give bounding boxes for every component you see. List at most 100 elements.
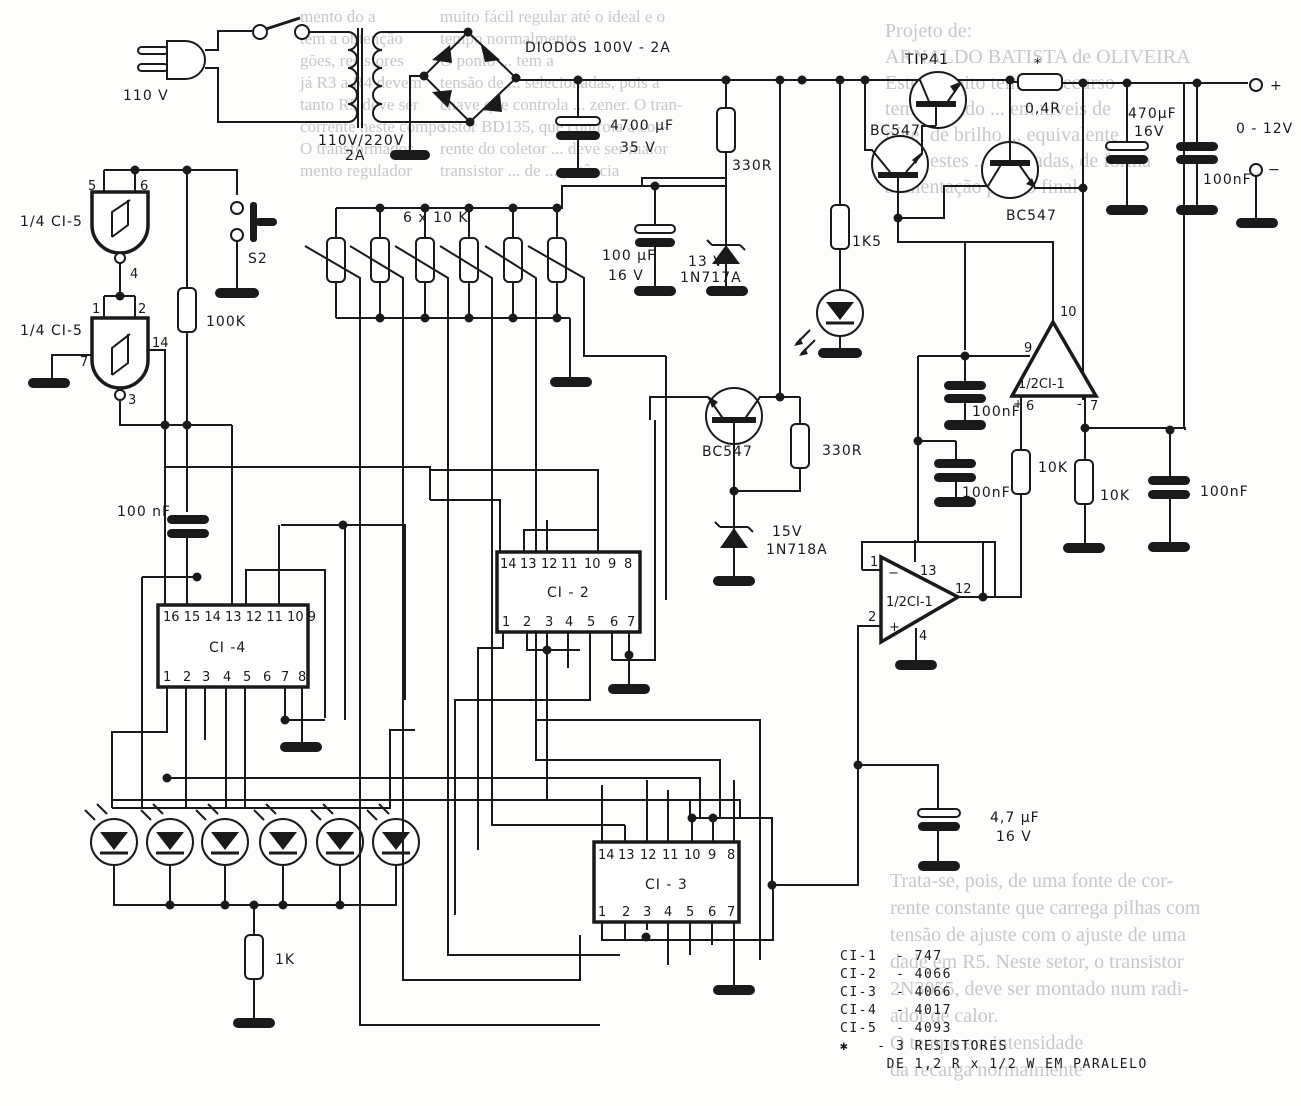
resistor-10k-b xyxy=(1074,459,1094,505)
ci3-top-pins: 14 13 12 11 10 9 8 xyxy=(598,848,735,863)
trimmer-potentiometer-array[interactable] xyxy=(304,203,666,651)
bg-line: ARNALDO BATISTA de OLIVEIRA xyxy=(885,46,1191,68)
cap-100u-value: 100 µF xyxy=(602,248,656,264)
power-switch[interactable] xyxy=(252,16,310,40)
legend-line-ci3: CI-3 - 4066 xyxy=(840,985,952,1000)
ic-ci3-4066 xyxy=(592,840,741,924)
opamp-top-label: 1/2CI-1 xyxy=(1018,377,1065,392)
pin-2: 2 xyxy=(868,610,876,625)
pin-minus: - xyxy=(1077,397,1082,412)
sense-resistor-star: * xyxy=(1034,56,1042,72)
timing-cap-value: 4,7 µF xyxy=(990,810,1040,826)
pin: 4 xyxy=(664,905,672,920)
switch-label: S2 xyxy=(248,251,268,267)
transistor-bc547-c xyxy=(705,387,800,490)
pin: 8 xyxy=(298,670,306,685)
pin: 7 xyxy=(727,905,735,920)
gate-pin-6: 6 xyxy=(140,179,148,194)
pin-6: 6 xyxy=(1026,399,1034,414)
trimmer-4 xyxy=(439,208,493,620)
schmitt-nand-gate-top xyxy=(90,190,150,264)
zener-15-voltage: 15V xyxy=(772,524,802,540)
out-cap-value: 470µF xyxy=(1128,106,1177,122)
pin-7: 7 xyxy=(1090,399,1098,414)
pin: 4 xyxy=(223,670,231,685)
ci3-bottom-pins: 1 2 3 4 5 6 7 xyxy=(598,905,735,920)
transistor-bc547-a xyxy=(864,80,936,220)
mains-voltage-label: 110 V xyxy=(123,88,169,104)
pin: 8 xyxy=(624,557,632,572)
sense-resistor xyxy=(1017,73,1063,91)
ground-symbol xyxy=(390,150,430,160)
r-b-label: 10K xyxy=(1100,488,1130,504)
gate-top-label: 1/4 CI-5 xyxy=(20,214,83,230)
timing-capacitor xyxy=(917,808,961,871)
output-terminal-negative[interactable] xyxy=(1249,163,1263,177)
pin: 9 xyxy=(608,557,616,572)
led-array xyxy=(84,803,420,866)
gate-pin-4: 4 xyxy=(130,267,138,282)
pin: 14 xyxy=(598,848,615,863)
bg-line: nível de brilho ... equivalente xyxy=(885,124,1119,146)
capacitor-100nf-a xyxy=(944,356,986,430)
pin: 3 xyxy=(202,670,210,685)
zener-15-part: 1N718A xyxy=(766,542,828,558)
bc547-c-label: BC547 xyxy=(702,444,753,460)
transistor-bc547-b xyxy=(898,80,1083,219)
bc547-a-label: BC547 xyxy=(870,123,921,139)
pin: 5 xyxy=(243,670,251,685)
bg-line: sistor BD135, que controla a cor- xyxy=(440,117,667,136)
output-capacitor-470uf xyxy=(1105,83,1149,215)
pin: 12 xyxy=(541,557,558,572)
bc547-b-label: BC547 xyxy=(1006,208,1057,224)
legend-line-ci1: CI-1 - 747 xyxy=(840,949,943,964)
out-cap-100n-label: 100nF xyxy=(1203,172,1252,188)
pin-12: 12 xyxy=(955,582,972,597)
bg-line: ador de calor. xyxy=(890,1005,999,1027)
transformer xyxy=(347,28,383,128)
mains-plug xyxy=(137,40,206,80)
output-terminal-positive[interactable] xyxy=(1249,78,1263,92)
pin-4: 4 xyxy=(919,629,927,644)
pin: 8 xyxy=(727,848,735,863)
pin: 5 xyxy=(686,905,694,920)
r330-top-label: 330R xyxy=(732,158,772,174)
pin: 3 xyxy=(643,905,651,920)
gate-pin-5: 5 xyxy=(88,179,96,194)
ci4-bottom-pins: 1 2 3 4 5 6 7 8 xyxy=(163,670,306,685)
ci4-top-pins: 16 15 14 13 12 11 10 9 xyxy=(163,610,316,625)
gate-bottom-label: 1/4 CI-5 xyxy=(20,323,83,339)
tip41-label: TIP41 xyxy=(904,52,949,68)
bg-line: O tempo e a intensidade xyxy=(890,1032,1084,1054)
legend-line-star: ✱ - 3 RESISTORES xyxy=(840,1039,1008,1054)
led-1-icon xyxy=(84,803,138,866)
pin: 6 xyxy=(263,670,271,685)
bg-line: tensão de ... selecionadas, pois a xyxy=(440,73,660,92)
ic-ci4-4017 xyxy=(156,603,310,689)
output-range-label: 0 - 12V xyxy=(1236,121,1293,137)
bg-line: gões, resistores xyxy=(300,51,404,70)
legend-line-ci4: CI-4 - 4017 xyxy=(840,1003,952,1018)
trimmer-6 xyxy=(527,208,666,357)
pin: 1 xyxy=(598,905,606,920)
push-button-s2[interactable] xyxy=(230,201,277,242)
pin: 2 xyxy=(523,615,531,630)
led-3-icon xyxy=(195,803,249,866)
ci2-bottom-pins: 1 2 3 4 5 6 7 xyxy=(502,615,635,630)
led-indicator-icon xyxy=(794,289,864,358)
zener-13-voltage: 13 V xyxy=(688,254,724,270)
background-text-col2: muito fácil regular até o ideal e o temp… xyxy=(440,6,683,182)
bg-line: já R3 a R4 devem xyxy=(300,73,422,92)
pin-1: 1 xyxy=(870,555,878,570)
pot-array-label: 6 x 10 K xyxy=(403,210,469,226)
gate-pin-1: 1 xyxy=(92,302,100,317)
capacitor-100nf-ci4 xyxy=(167,515,209,538)
sense-resistor-label: 0,4R xyxy=(1025,101,1061,117)
cap-a-label: 100nF xyxy=(972,404,1021,420)
bg-line: rente constante que carrega pilhas com xyxy=(890,897,1201,919)
pin-plus-b: + xyxy=(889,620,900,635)
pin: 1 xyxy=(502,615,510,630)
ci3-name: CI - 3 xyxy=(645,877,688,893)
resistor-330r-mid xyxy=(790,423,810,469)
